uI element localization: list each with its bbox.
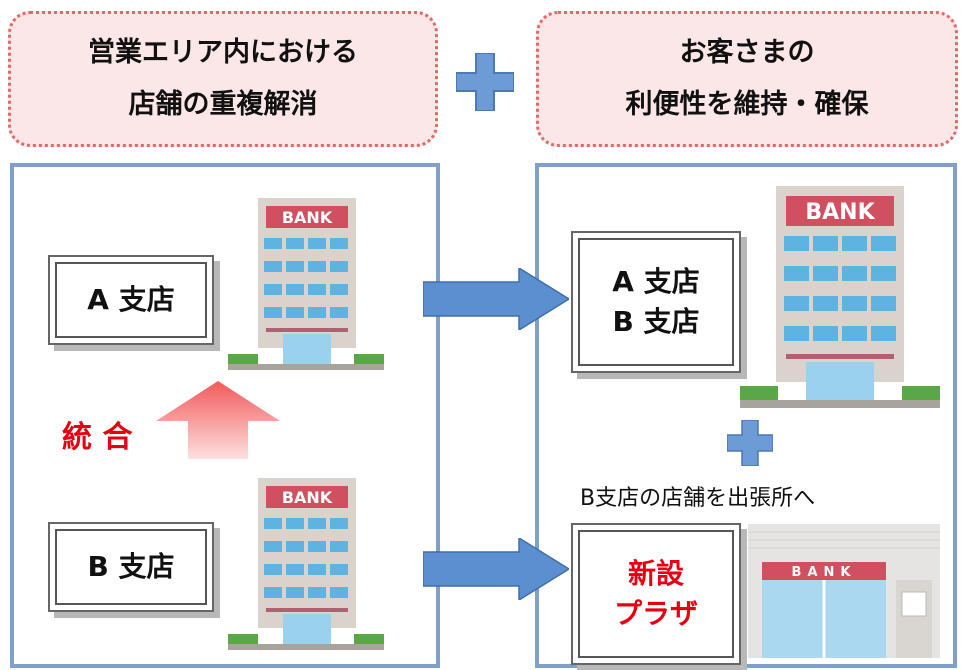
- svg-text:BANK: BANK: [805, 200, 875, 225]
- merge-label: 統 合: [62, 420, 133, 455]
- bank-storefront-icon: BANK: [748, 524, 940, 658]
- header-right-box: お客さまの 利便性を維持・確保: [536, 11, 958, 147]
- branch-a-label: A 支店: [87, 283, 175, 316]
- arrow-right-icon: [423, 268, 569, 330]
- new-plaza-box: 新設 プラザ: [578, 530, 734, 658]
- header-left-line2: 店舗の重複解消: [128, 89, 318, 120]
- header-right-line1: お客さまの: [679, 37, 815, 68]
- merged-branch-box: A 支店 B 支店: [578, 238, 734, 366]
- merged-branch-line1: A 支店: [612, 265, 700, 298]
- plaza-line2: プラザ: [613, 597, 698, 630]
- plus-icon: [456, 53, 514, 111]
- merged-branch-line2: B 支店: [612, 305, 700, 338]
- branch-note: B支店の店舗を出張所へ: [580, 486, 816, 511]
- header-right-line2: 利便性を維持・確保: [625, 89, 869, 120]
- plaza-line1: 新設: [627, 557, 684, 590]
- arrow-right-icon: [423, 538, 569, 600]
- branch-b-box: B 支店: [55, 529, 207, 605]
- header-left-box: 営業エリア内における 店舗の重複解消: [8, 11, 438, 147]
- bank-building-icon: BANK: [228, 478, 384, 650]
- branch-b-label: B 支店: [87, 550, 175, 583]
- bank-building-icon: BANK: [228, 198, 384, 370]
- svg-text:BANK: BANK: [792, 565, 857, 580]
- svg-text:BANK: BANK: [282, 208, 333, 227]
- branch-a-box: A 支店: [55, 262, 207, 338]
- header-left-line1: 営業エリア内における: [88, 37, 358, 68]
- arrow-up-icon: [156, 381, 280, 459]
- bank-building-icon: BANK: [740, 186, 940, 408]
- plus-icon: [727, 420, 773, 466]
- svg-text:BANK: BANK: [282, 488, 333, 507]
